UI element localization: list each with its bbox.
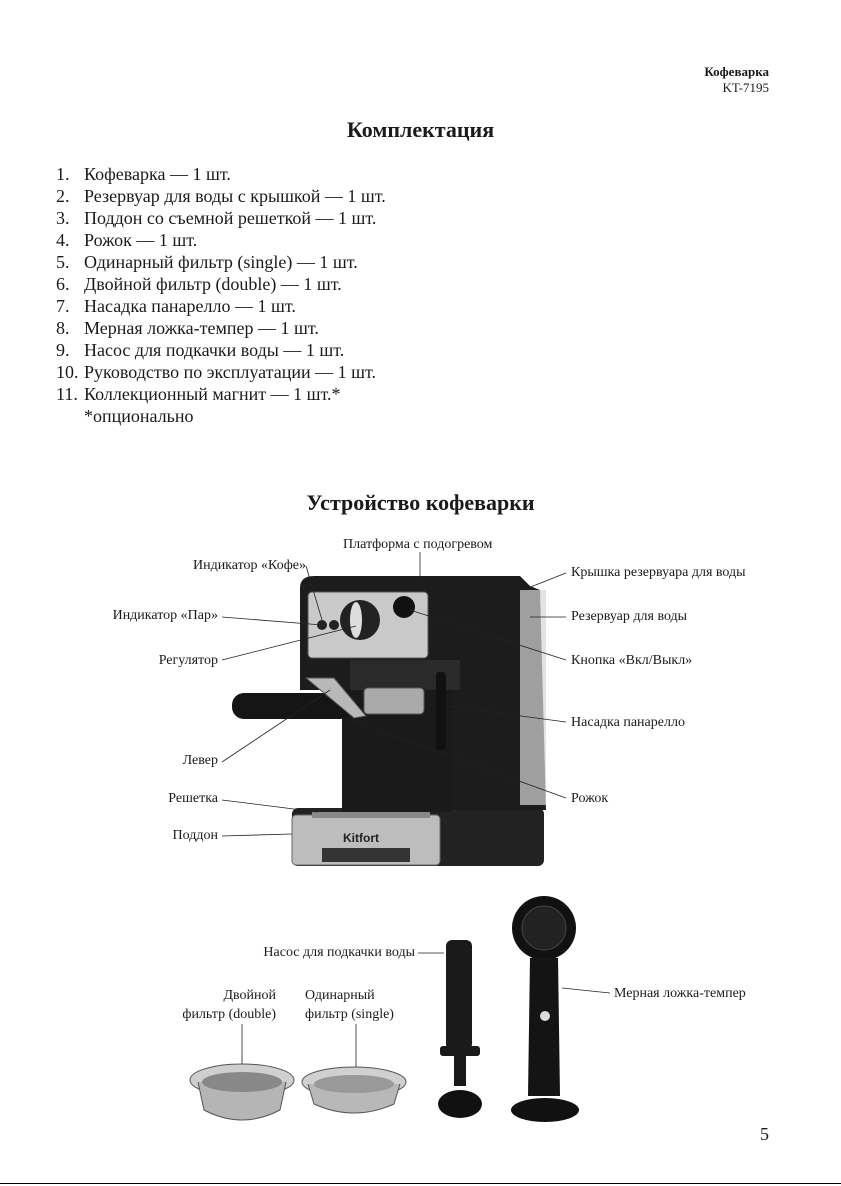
list-item: 11. Коллекционный магнит — 1 шт.* — [56, 383, 386, 405]
list-item: 3. Поддон со съемной решеткой — 1 шт. — [56, 207, 386, 229]
list-item-number: 6. — [56, 274, 70, 294]
label-grate: Решетка — [168, 791, 218, 806]
list-item-text: Насадка панарелло — 1 шт. — [84, 296, 296, 316]
label-panarello: Насадка панарелло — [571, 715, 685, 730]
list-item-text: Насос для подкачки воды — 1 шт. — [84, 340, 345, 360]
label-tray: Поддон — [172, 828, 218, 843]
footer-rule — [0, 1183, 841, 1184]
list-item-text: Руководство по эксплуатации — 1 шт. — [84, 362, 376, 382]
list-item-number: 8. — [56, 318, 70, 338]
list-item-number: 5. — [56, 252, 70, 272]
list-item-text: Двойной фильтр (double) — 1 шт. — [84, 274, 342, 294]
single-filter-image — [301, 1066, 407, 1114]
pump-image — [438, 940, 482, 1118]
list-item-text: Поддон со съемной решеткой — 1 шт. — [84, 208, 377, 228]
label-coffee-indicator: Индикатор «Кофе» — [192, 558, 306, 573]
label-regulator: Регулятор — [158, 653, 218, 668]
brand-logo: Kitfort — [343, 831, 379, 845]
contents-list: 1. Кофеварка — 1 шт. 2. Резервуар для воды … — [56, 163, 386, 427]
label-double-filter-1: Двойной — [223, 988, 276, 1003]
section-title-contents: Комплектация — [346, 117, 495, 142]
label-power-button: Кнопка «Вкл/Выкл» — [571, 653, 693, 668]
list-item: 10.Руководство по эксплуатации — 1 шт. — [56, 361, 386, 383]
list-item-number: 10. — [56, 362, 79, 382]
list-item: 1. Кофеварка — 1 шт. — [56, 163, 386, 185]
list-item: 6. Двойной фильтр (double) — 1 шт. — [56, 273, 386, 295]
coffee-machine-image — [232, 576, 546, 866]
list-item: 7. Насадка панарелло — 1 шт. — [56, 295, 386, 317]
label-portafilter: Рожок — [571, 791, 609, 806]
list-item-text: Одинарный фильтр (single) — 1 шт. — [84, 252, 358, 272]
list-item: 2. Резервуар для воды с крышкой — 1 шт. — [56, 185, 386, 207]
list-item-text: Кофеварка — 1 шт. — [84, 164, 231, 184]
list-item-number: 7. — [56, 296, 70, 316]
list-item-number: 2. — [56, 186, 70, 206]
list-item-text: Коллекционный магнит — 1 шт.* — [84, 384, 341, 404]
list-item-text: Мерная ложка-темпер — 1 шт. — [84, 318, 319, 338]
list-item: 4. Рожок — 1 шт. — [56, 229, 386, 251]
list-item-text: Резервуар для воды с крышкой — 1 шт. — [84, 186, 386, 206]
page-header: Кофеварка KT-7195 — [704, 64, 769, 96]
label-tank-lid: Крышка резервуара для воды — [571, 565, 746, 580]
list-item-number: 1. — [56, 164, 70, 184]
header-model: KT-7195 — [722, 80, 769, 95]
list-item-text: Рожок — 1 шт. — [84, 230, 198, 250]
list-item-number: 3. — [56, 208, 70, 228]
label-lever: Левер — [182, 753, 218, 768]
label-double-filter-2: фильтр (double) — [182, 1007, 276, 1022]
label-tamper: Мерная ложка-темпер — [614, 986, 746, 1001]
label-tank: Резервуар для воды — [571, 609, 688, 624]
list-item-number: 11. — [56, 384, 78, 404]
label-single-filter-1: Одинарный — [305, 988, 375, 1003]
page-number: 5 — [760, 1124, 769, 1144]
header-product: Кофеварка — [704, 64, 769, 79]
leader-lines — [221, 552, 611, 1082]
label-single-filter-2: фильтр (single) — [305, 1007, 394, 1022]
label-platform: Платформа с подогревом — [343, 537, 493, 552]
optional-note: *опционально — [84, 406, 194, 426]
list-item: 9. Насос для подкачки воды — 1 шт. — [56, 339, 386, 361]
section-title-device: Устройство кофеварки — [306, 490, 535, 515]
list-item-number: 9. — [56, 340, 70, 360]
list-item: 8. Мерная ложка-темпер — 1 шт. — [56, 317, 386, 339]
double-filter-image — [189, 1063, 295, 1121]
label-pump: Насос для подкачки воды — [263, 945, 415, 960]
label-steam-indicator: Индикатор «Пар» — [112, 608, 218, 623]
list-item: 5. Одинарный фильтр (single) — 1 шт. — [56, 251, 386, 273]
tamper-image — [511, 896, 579, 1122]
list-item-number: 4. — [56, 230, 70, 250]
